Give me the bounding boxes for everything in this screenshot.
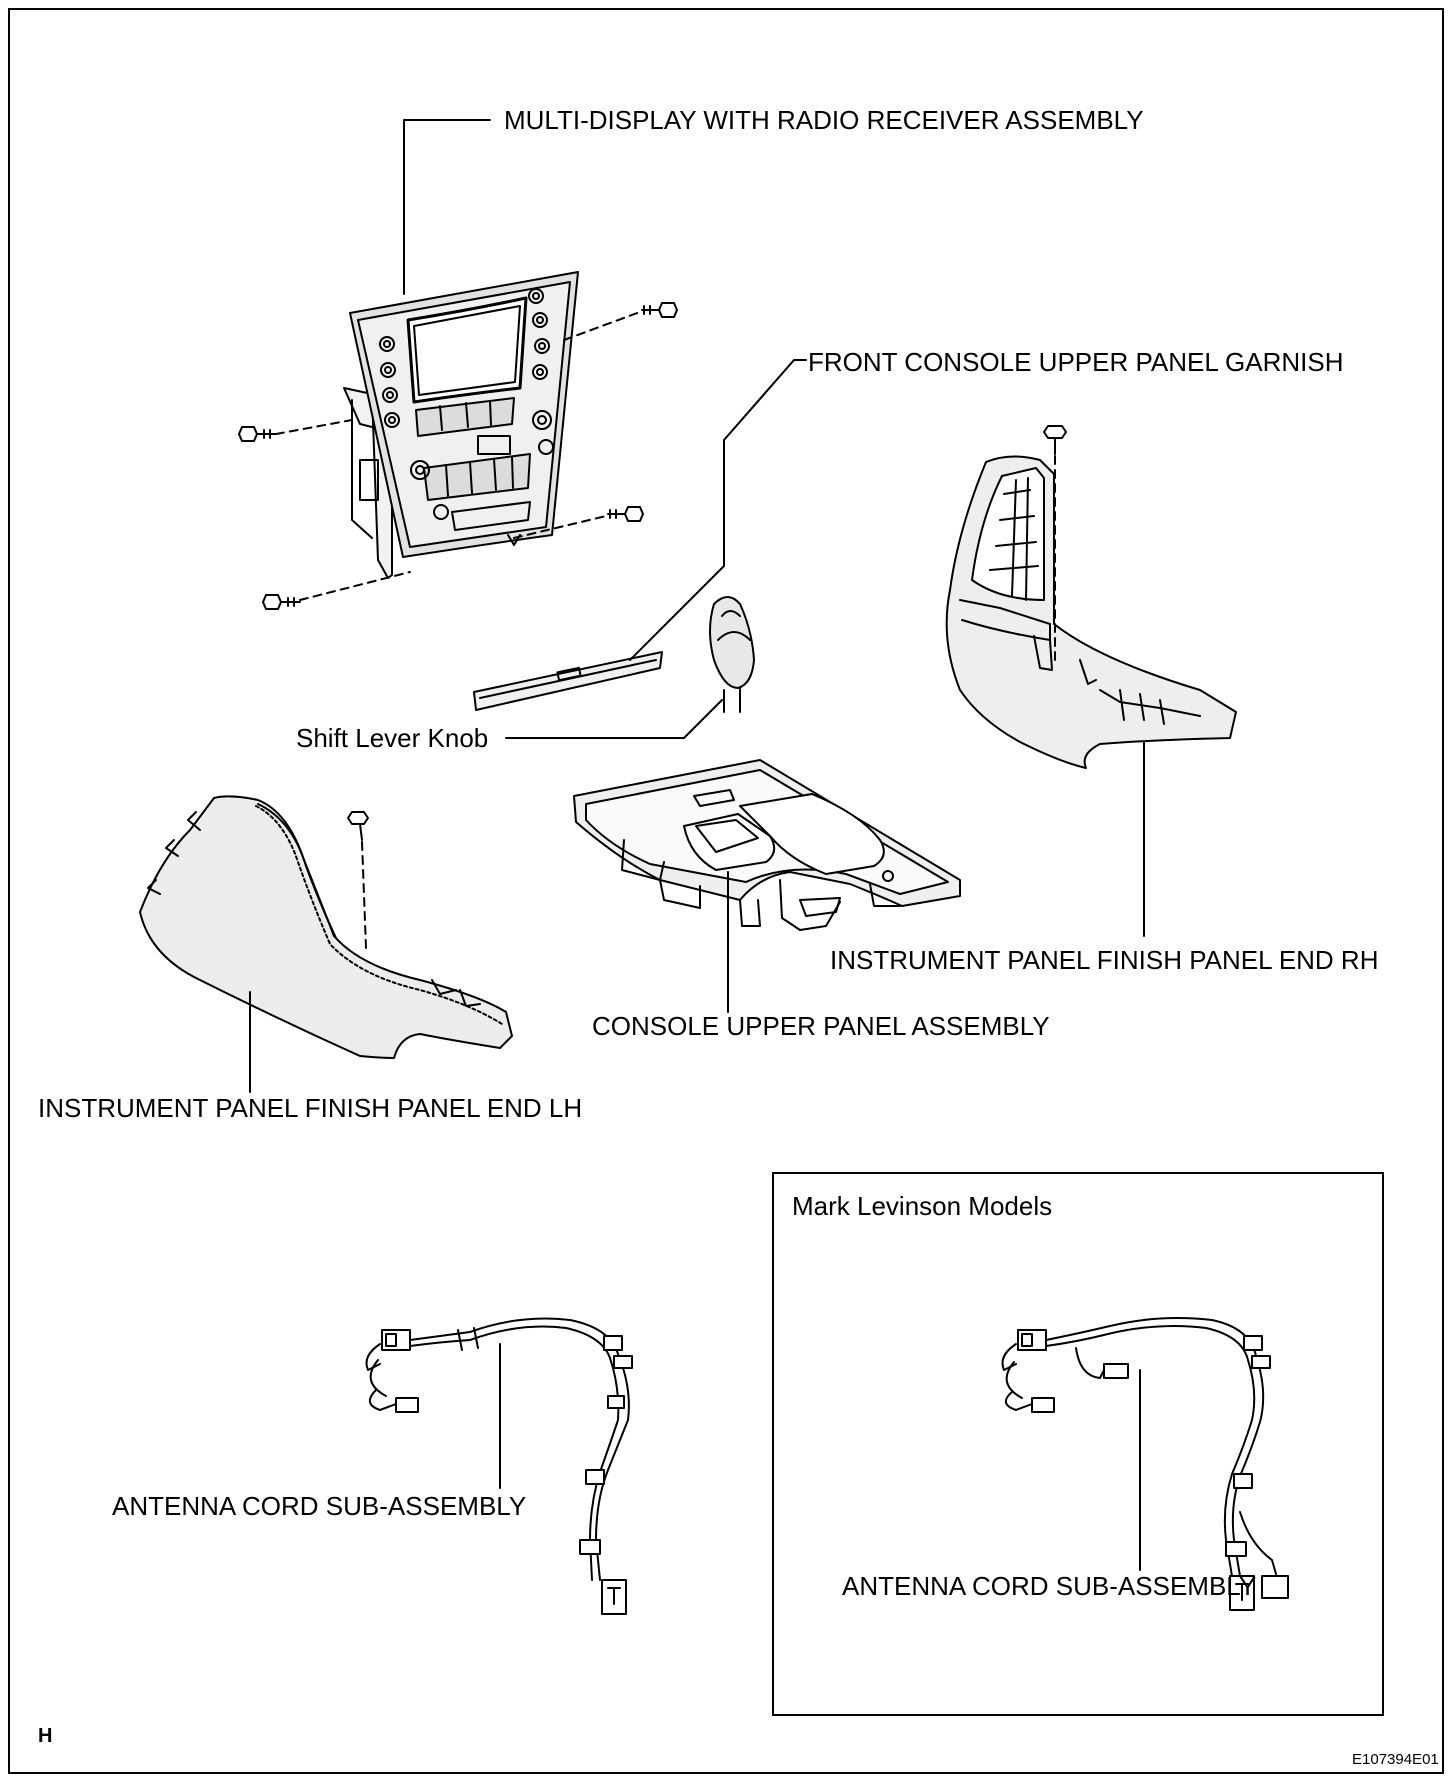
multi-display-screws	[238, 302, 678, 610]
label-finish-panel-end-rh: INSTRUMENT PANEL FINISH PANEL END RH	[830, 945, 1379, 975]
label-multi-display: MULTI-DISPLAY WITH RADIO RECEIVER ASSEMB…	[504, 105, 1144, 135]
antenna-cord-left	[365, 1317, 633, 1615]
shift-knob-leader	[505, 699, 723, 739]
finish-panel-end-rh	[945, 455, 1237, 769]
label-finish-panel-end-lh: INSTRUMENT PANEL FINISH PANEL END LH	[38, 1093, 583, 1123]
rh-screw	[1043, 425, 1067, 665]
label-shift-lever-knob: Shift Lever Knob	[296, 723, 489, 753]
shift-lever-knob	[709, 596, 755, 713]
finish-panel-end-lh	[139, 795, 513, 1059]
label-antenna-cord-left: ANTENNA CORD SUB-ASSEMBLY	[112, 1491, 527, 1521]
figure-code: E107394E01	[1352, 1751, 1439, 1768]
multi-display-leader	[403, 119, 491, 295]
label-inset-title: Mark Levinson Models	[792, 1191, 1053, 1221]
mark-levinson-inset-box	[772, 1172, 1384, 1716]
garnish-leader	[629, 359, 807, 661]
lh-screw	[347, 811, 369, 949]
front-console-garnish	[473, 651, 663, 711]
corner-letter: H	[38, 1725, 53, 1747]
label-antenna-cord-right: ANTENNA CORD SUB-ASSEMBLY	[842, 1571, 1257, 1601]
antenna-cord-right	[1001, 1317, 1289, 1611]
label-console-upper-panel: CONSOLE UPPER PANEL ASSEMBLY	[592, 1011, 1050, 1041]
label-front-console-garnish: FRONT CONSOLE UPPER PANEL GARNISH	[808, 347, 1344, 377]
console-upper-panel	[573, 759, 961, 931]
diagram-frame	[8, 8, 1444, 1774]
multi-display-assembly	[343, 271, 579, 579]
